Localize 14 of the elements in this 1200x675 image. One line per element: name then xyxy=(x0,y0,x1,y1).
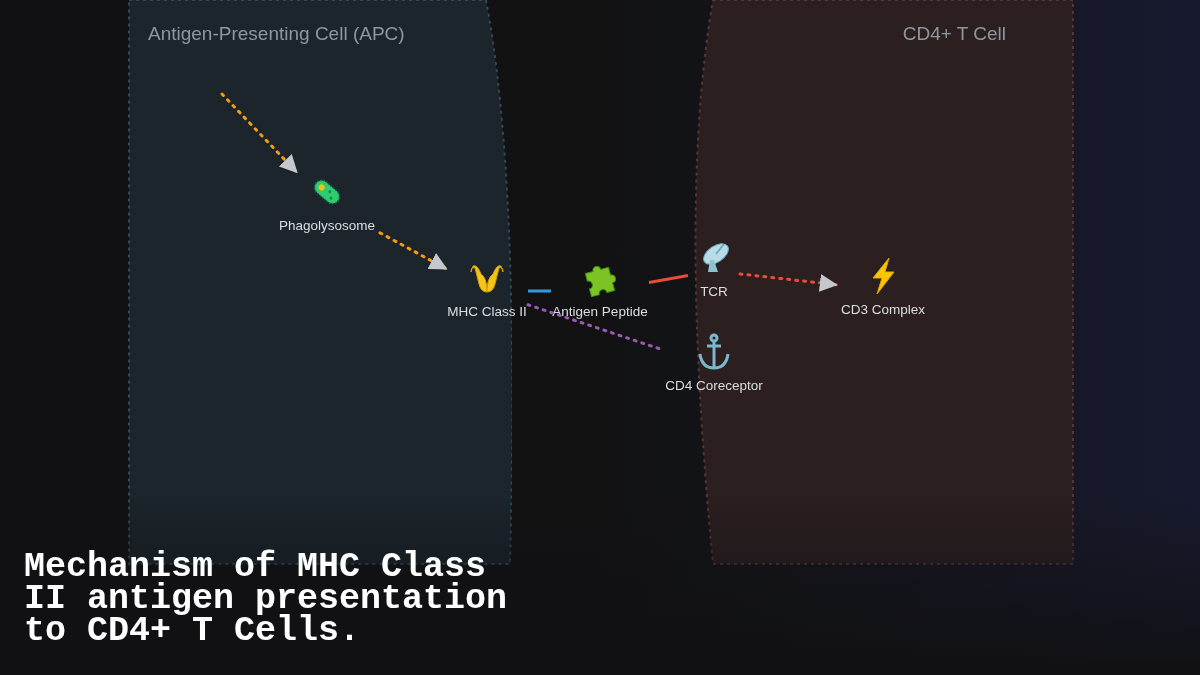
node-label: CD3 Complex xyxy=(841,301,925,319)
connector-line xyxy=(648,274,689,284)
connector-line xyxy=(528,289,551,293)
region-title: CD4+ T Cell xyxy=(902,22,1006,46)
node-label: Phagolysosome xyxy=(278,217,376,235)
arrow xyxy=(738,272,838,292)
node-label: TCR xyxy=(700,283,728,301)
arrow xyxy=(378,231,448,271)
node-label: MHC Class II xyxy=(447,303,527,321)
node-label: Antigen Peptide xyxy=(552,303,648,321)
region-title: Antigen-Presenting Cell (APC) xyxy=(148,22,405,46)
node-label: CD4 Coreceptor xyxy=(665,377,763,395)
arrow xyxy=(220,92,298,174)
diagram-title: Mechanism of MHC Class II antigen presentation to CD4+ T Cells. xyxy=(24,551,509,647)
